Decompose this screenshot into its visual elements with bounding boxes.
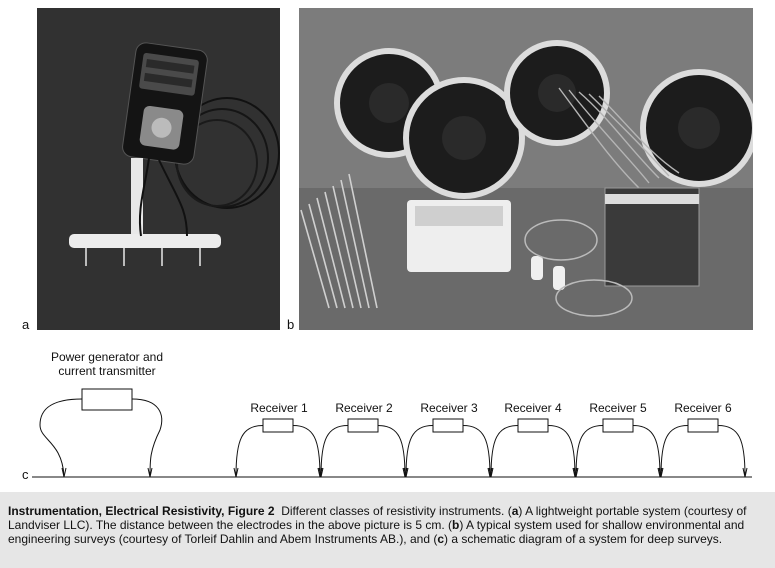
caption-letter-a: a — [511, 504, 519, 518]
generator-label-line1: Power generator and — [50, 350, 164, 364]
caption-title: Instrumentation, Electrical Resistivity,… — [8, 504, 275, 518]
receiver-label-1: Receiver 1 — [250, 401, 308, 415]
generator-arrow-left — [61, 467, 67, 478]
generator-arrow-right — [147, 467, 153, 478]
caption-part-b: ) A typical system used for shallow envi… — [8, 518, 745, 546]
receiver-wire-left-4 — [490, 425, 519, 477]
receiver-arrow-left-3 — [403, 467, 409, 478]
receiver-wire-right-3 — [462, 425, 491, 477]
receiver-label-5: Receiver 5 — [589, 401, 647, 415]
receiver-label-3: Receiver 3 — [420, 401, 478, 415]
caption-letter-b: b — [452, 518, 460, 532]
receiver-wire-right-6 — [717, 425, 746, 477]
generator-box — [81, 388, 133, 411]
receiver-box-5 — [602, 418, 634, 433]
generator-label-line2: current transmitter — [58, 364, 156, 378]
receiver-label-6: Receiver 6 — [674, 401, 732, 415]
figure-caption: Instrumentation, Electrical Resistivity,… — [8, 504, 763, 546]
receiver-arrow-left-2 — [318, 467, 324, 478]
receiver-wire-right-2 — [377, 425, 406, 477]
deep-survey-schematic — [32, 388, 752, 478]
receiver-box-4 — [517, 418, 549, 433]
receiver-arrow-left-6 — [658, 467, 664, 478]
receiver-label-4: Receiver 4 — [504, 401, 562, 415]
caption-background — [0, 492, 775, 568]
receiver-wire-left-2 — [320, 425, 349, 477]
photo-portable-system — [37, 8, 280, 330]
caption-intro: Different classes of resistivity instrum… — [281, 504, 512, 518]
receiver-box-6 — [687, 418, 719, 433]
receiver-group — [233, 418, 748, 478]
caption-letter-c: c — [437, 532, 445, 546]
receiver-wire-right-1 — [292, 425, 321, 477]
receiver-label-2: Receiver 2 — [335, 401, 393, 415]
receiver-arrow-right-6 — [742, 467, 748, 478]
receiver-arrow-left-4 — [488, 467, 494, 478]
receiver-wire-left-5 — [575, 425, 604, 477]
generator-wire-left — [39, 398, 83, 477]
receiver-arrow-left-1 — [233, 467, 239, 478]
panel-label-b: b — [287, 317, 295, 332]
receiver-wire-right-5 — [632, 425, 661, 477]
receiver-box-2 — [347, 418, 379, 433]
receiver-wire-left-3 — [405, 425, 434, 477]
receiver-wire-left-1 — [235, 425, 264, 477]
generator-wire-right — [131, 398, 163, 477]
receiver-wire-right-4 — [547, 425, 576, 477]
receiver-box-1 — [262, 418, 294, 433]
caption-part-a: ) A lightweight portable system (courtes… — [8, 504, 747, 532]
caption-part-c: ) a schematic diagram of a system for de… — [444, 532, 723, 546]
photo-shallow-survey-system — [299, 8, 753, 330]
panel-label-a: a — [22, 317, 30, 332]
receiver-wire-left-6 — [660, 425, 689, 477]
panel-label-c: c — [22, 467, 29, 482]
receiver-box-3 — [432, 418, 464, 433]
receiver-arrow-left-5 — [573, 467, 579, 478]
